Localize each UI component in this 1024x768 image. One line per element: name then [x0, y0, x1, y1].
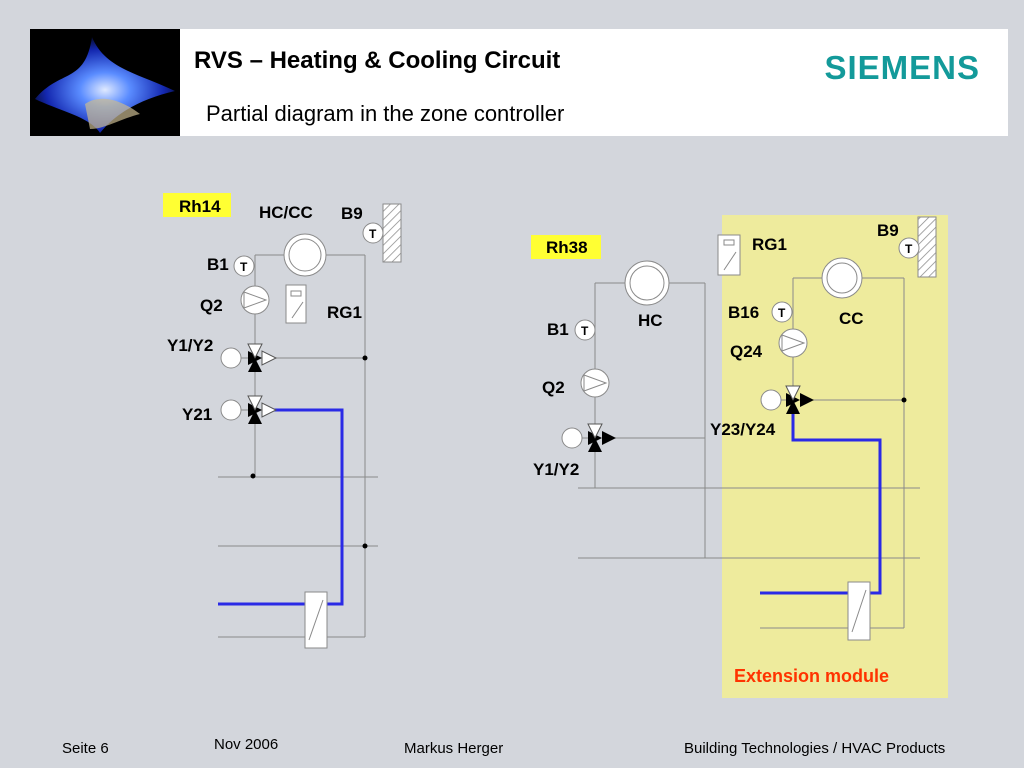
right-tag-badge [531, 235, 601, 259]
extension-module-label: Extension module [734, 666, 889, 686]
right-wall-hatch [917, 216, 937, 278]
page-subtitle: Partial diagram in the zone controller [206, 101, 565, 126]
right-b9-sensor-t: T [905, 242, 913, 256]
page-title: RVS – Heating & Cooling Circuit [194, 47, 561, 74]
footer-division: Building Technologies / HVAC Products [684, 740, 946, 757]
right-b1-label: B1 [547, 320, 569, 339]
left-y21-label: Y21 [182, 405, 212, 424]
right-junction-dot [901, 397, 907, 403]
flame-logo-image [30, 29, 180, 136]
footer-page: Seite 6 [62, 740, 109, 757]
right-b9-label: B9 [877, 221, 899, 240]
left-hccc-label: HC/CC [259, 203, 313, 222]
flame-icon [35, 37, 175, 133]
right-b16-label: B16 [728, 303, 759, 322]
left-wall-hatch [382, 203, 402, 263]
left-b1-sensor-t: T [240, 260, 248, 274]
left-rg1-label: RG1 [327, 303, 362, 322]
right-blue-pipe [760, 408, 882, 595]
left-y1y2-label: Y1/Y2 [167, 336, 213, 355]
right-diagram [578, 277, 920, 629]
right-y1y2-actuator [561, 427, 583, 449]
left-b9-label: B9 [341, 204, 363, 223]
right-b16-sensor [771, 301, 793, 323]
left-junction-dot [362, 543, 368, 549]
left-tag-badge [163, 193, 231, 217]
right-y23y24-label: Y23/Y24 [710, 420, 776, 439]
left-junction-dot [362, 355, 368, 361]
left-blue-pipe [218, 408, 344, 606]
left-y1y2-actuator [220, 347, 242, 369]
left-b9-sensor-t: T [369, 227, 377, 241]
right-y23y24-actuator [760, 389, 782, 411]
right-hc-label: HC [638, 311, 663, 330]
header-bar: RVS – Heating & Cooling Circuit Partial … [30, 29, 1008, 136]
footer-date: Nov 2006 [214, 736, 279, 753]
left-junction-dot [250, 473, 256, 479]
right-y1y2-label: Y1/Y2 [533, 460, 579, 479]
footer-author: Markus Herger [404, 740, 504, 757]
right-b16-sensor-t: T [778, 306, 786, 320]
left-q2-label: Q2 [200, 296, 223, 315]
left-tag-label: Rh14 [179, 197, 221, 216]
right-b1-sensor [574, 319, 596, 341]
right-rg1-label: RG1 [752, 235, 787, 254]
right-q2-label: Q2 [542, 378, 565, 397]
siemens-logo: SIEMENS [824, 49, 980, 86]
right-b1-sensor-t: T [581, 324, 589, 338]
right-q24-label: Q24 [730, 342, 763, 361]
left-b1-label: B1 [207, 255, 229, 274]
right-b9-sensor [898, 237, 920, 259]
left-y21-actuator [220, 399, 242, 421]
left-b1-sensor [233, 255, 255, 277]
right-cc-label: CC [839, 309, 864, 328]
right-tag-label: Rh38 [546, 238, 588, 257]
left-b9-sensor [362, 222, 384, 244]
